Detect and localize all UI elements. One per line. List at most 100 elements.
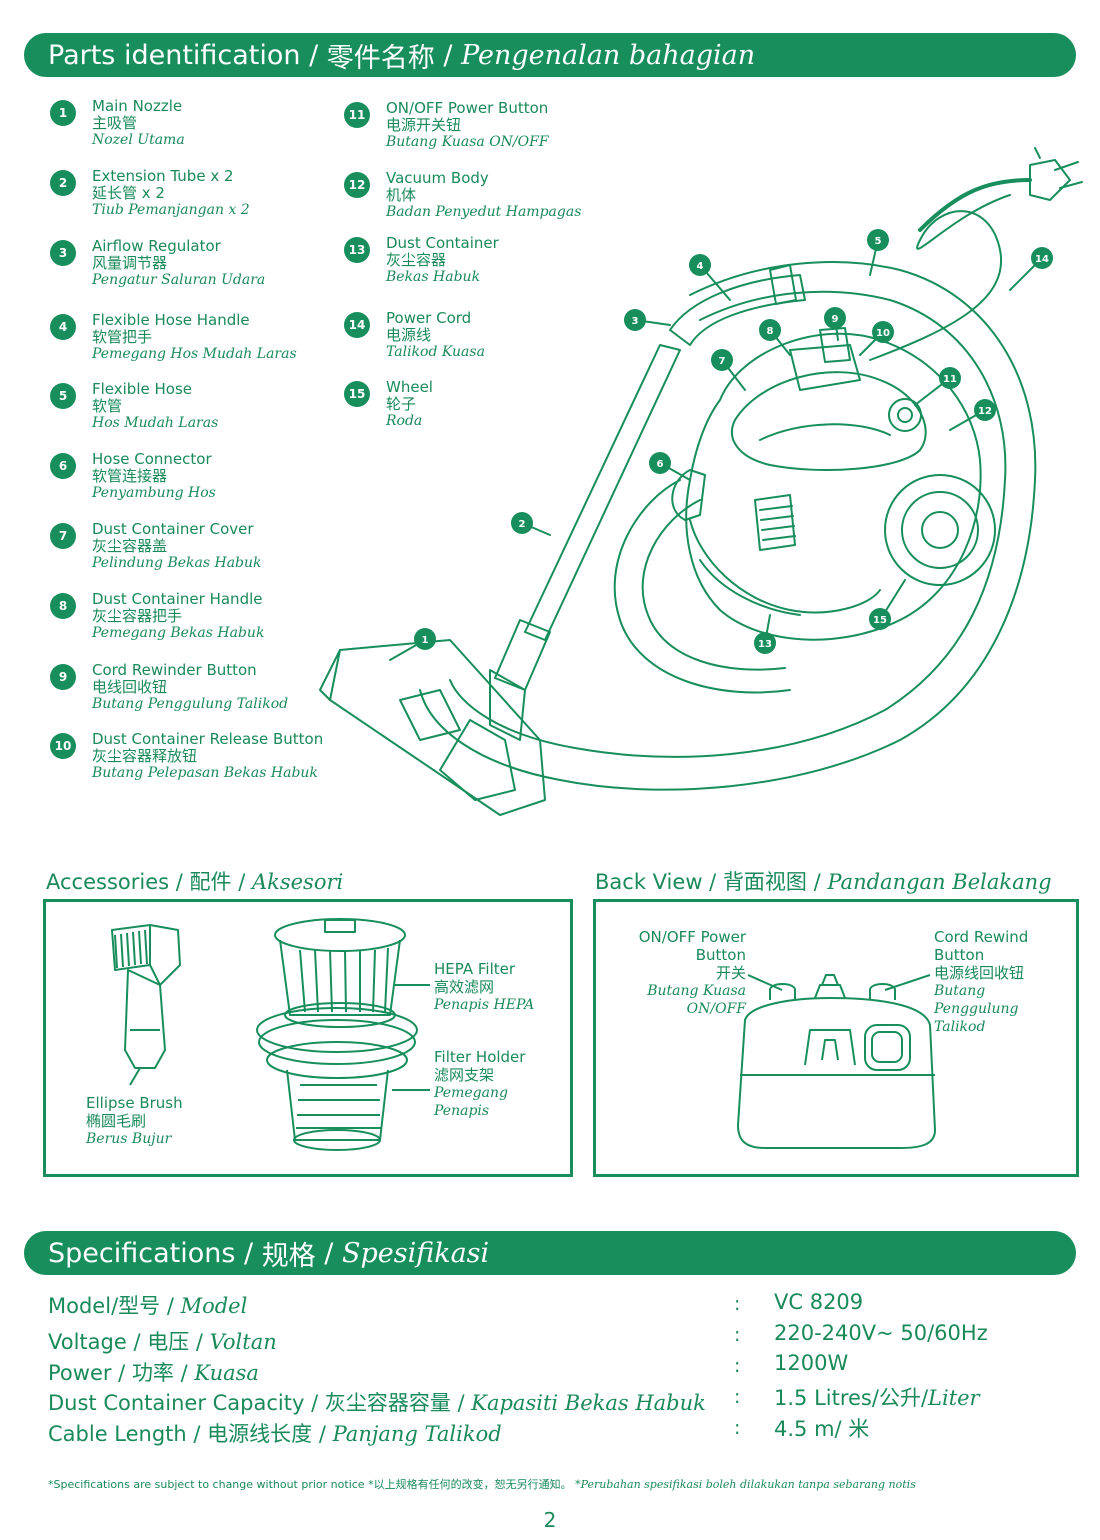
part-name-ms: Badan Penyedut Hampagas	[386, 204, 582, 220]
backview-cord-label: Cord Rewind Button 电源线回收钮 Butang Penggul…	[934, 928, 1028, 1036]
accessories-illustration	[111, 918, 430, 1151]
part-number-badge: 2	[50, 170, 76, 196]
part-number-badge: 8	[50, 593, 76, 619]
svg-text:3: 3	[632, 316, 639, 327]
part-name-zh: 轮子	[386, 395, 417, 413]
part-name-en: Wheel	[386, 378, 433, 396]
bv-power-zh: 开关	[715, 964, 746, 982]
spec-en: Model	[48, 1294, 112, 1318]
part-name-ms: Penyambung Hos	[92, 485, 216, 501]
part-name-zh: 电源线	[386, 326, 432, 344]
part-name-zh: 电源开关钮	[386, 116, 462, 134]
part-name-zh: 灰尘容器	[386, 251, 447, 269]
spec-colon: :	[734, 1355, 741, 1377]
bv-cord-en1: Cord Rewind	[934, 928, 1029, 946]
part-name-en: Vacuum Body	[386, 169, 489, 187]
specs-header-en: Specifications	[48, 1237, 236, 1269]
part-number-badge: 6	[50, 453, 76, 479]
part-name-zh: 软管连接器	[92, 467, 168, 485]
spec-colon: :	[734, 1293, 741, 1315]
spec-value-capacity: 1.5 Litres/公升/Liter	[774, 1382, 980, 1412]
part-number-badge: 7	[50, 523, 76, 549]
bv-cord-ms1: Butang	[934, 983, 986, 999]
spec-label-model: Model/型号 / Model	[48, 1294, 248, 1318]
backview-illustration	[737, 974, 936, 1149]
brush-en: Ellipse Brush	[86, 1094, 183, 1112]
part-name-zh: 软管	[92, 397, 123, 415]
capacity-value: 1.5 Litres/公升/	[774, 1386, 929, 1410]
accessories-box	[43, 899, 573, 1177]
spec-label-power: Power / 功率 / Kuasa	[48, 1361, 259, 1385]
part-name-ms: Talikod Kuasa	[386, 344, 485, 360]
part-number-badge: 5	[50, 383, 76, 409]
part-name-en: Extension Tube x 2	[92, 167, 234, 185]
part-name-en: Dust Container	[386, 234, 499, 252]
svg-text:8: 8	[767, 326, 774, 337]
holder-ms1: Pemegang	[434, 1085, 508, 1101]
svg-text:14: 14	[1035, 254, 1049, 265]
bv-cord-ms2: Penggulung	[934, 1001, 1019, 1017]
header-zh: 零件名称	[326, 42, 435, 74]
part-name-zh: 电线回收钮	[92, 678, 168, 696]
part-name-ms: Pengatur Saluran Udara	[92, 272, 266, 288]
part-name-en: Dust Container Cover	[92, 520, 254, 538]
part-name-ms: Butang Pelepasan Bekas Habuk	[92, 765, 318, 781]
part-number-badge: 11	[344, 102, 370, 128]
bv-power-ms1: Butang Kuasa	[647, 983, 746, 999]
page-number: 2	[543, 1508, 557, 1532]
header-en: Parts identification	[48, 39, 301, 71]
spec-zh: 功率	[131, 1361, 174, 1385]
spec-ms: Voltan	[209, 1330, 277, 1354]
svg-text:12: 12	[978, 406, 992, 417]
part-name-zh: 机体	[386, 186, 417, 204]
part-name-en: Power Cord	[386, 309, 472, 327]
part-name-en: Dust Container Handle	[92, 590, 263, 608]
header-ms: Pengenalan bahagian	[461, 39, 756, 71]
accessories-title-zh: 配件	[189, 870, 232, 894]
bv-cord-en2: Button	[934, 946, 985, 964]
part-name-zh: 延长管 x 2	[92, 184, 165, 202]
part-name-en: ON/OFF Power Button	[386, 99, 549, 117]
holder-ms2: Penapis	[434, 1103, 490, 1119]
brush-zh: 椭圆毛刷	[86, 1112, 147, 1130]
accessories-title-en: Accessories	[46, 870, 170, 894]
part-name-ms: Butang Penggulung Talikod	[92, 696, 289, 712]
parts-identification-header: Parts identification / 零件名称 / Pengenalan…	[24, 33, 1076, 77]
spec-en: Power	[48, 1361, 112, 1385]
ellipse-brush-label: Ellipse Brush 椭圆毛刷 Berus Bujur	[86, 1094, 183, 1148]
filter-holder-label: Filter Holder 滤网支架 Pemegang Penapis	[434, 1048, 525, 1120]
spec-ms: Kapasiti Bekas Habuk	[471, 1391, 706, 1415]
part-name-en: Airflow Regulator	[92, 237, 221, 255]
bv-cord-zh: 电源线回收钮	[934, 964, 1025, 982]
svg-text:6: 6	[657, 459, 664, 470]
specs-header-zh: 规格	[261, 1240, 316, 1272]
holder-zh: 滤网支架	[434, 1066, 495, 1084]
backview-title-ms: Pandangan Belakang	[827, 870, 1052, 894]
svg-text:15: 15	[873, 615, 887, 626]
spec-value-model: VC 8209	[774, 1290, 864, 1314]
specs-header-ms: Spesifikasi	[341, 1237, 490, 1269]
part-number-badge: 14	[344, 312, 370, 338]
part-name-zh: 主吸管	[92, 114, 138, 132]
spec-en: Voltage	[48, 1330, 127, 1354]
spec-colon: :	[734, 1417, 741, 1439]
part-number-badge: 12	[344, 172, 370, 198]
part-name-en: Cord Rewinder Button	[92, 661, 257, 679]
hepa-en: HEPA Filter	[434, 960, 516, 978]
part-name-en: Main Nozzle	[92, 97, 183, 115]
svg-text:7: 7	[719, 356, 726, 367]
accessories-title-ms: Aksesori	[251, 870, 344, 894]
part-number-badge: 4	[50, 314, 76, 340]
part-name-zh: 灰尘容器盖	[92, 537, 168, 555]
specifications-header: Specifications / 规格 / Spesifikasi	[24, 1231, 1076, 1275]
part-name-ms: Hos Mudah Laras	[92, 415, 219, 431]
footnote-en: *Specifications are subject to change wi…	[48, 1478, 365, 1491]
svg-text:1: 1	[422, 635, 429, 646]
svg-text:5: 5	[875, 236, 882, 247]
spec-zh: 电压	[147, 1330, 190, 1354]
part-name-zh: 软管把手	[92, 328, 153, 346]
backview-box	[593, 899, 1079, 1177]
bv-power-en2: Button	[695, 946, 746, 964]
svg-text:13: 13	[758, 639, 772, 650]
part-name-ms: Roda	[386, 413, 423, 429]
